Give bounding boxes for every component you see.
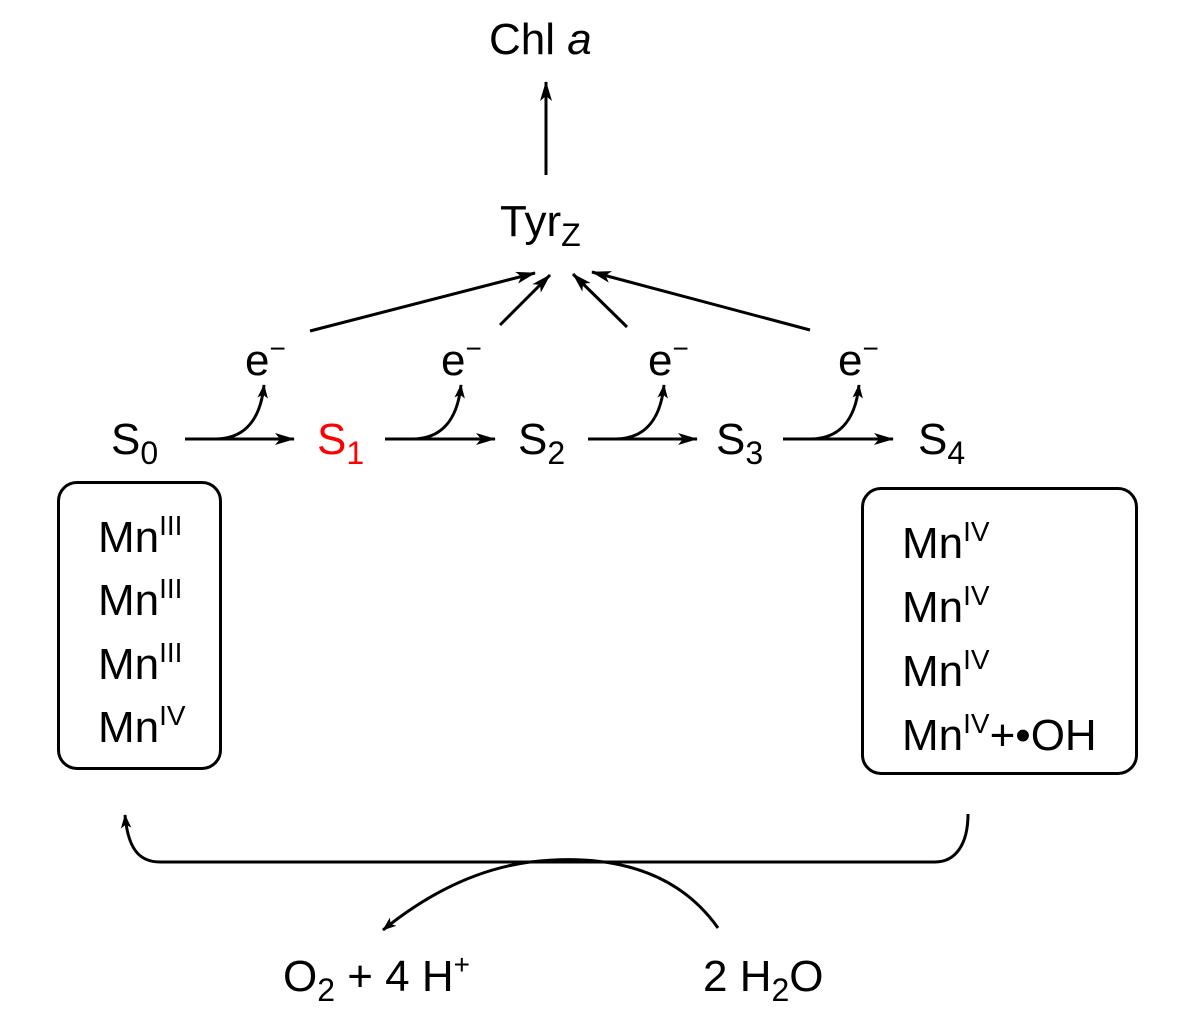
mn-text: Mn: [902, 583, 964, 632]
mn-text: Mn: [902, 647, 964, 696]
products-label: O2 + 4 H+: [283, 951, 470, 1007]
state-index: 3: [745, 435, 764, 471]
oxidation-state: IV: [963, 580, 990, 611]
chl-a-label: Chl a: [489, 18, 592, 62]
e-charge: −: [269, 333, 286, 364]
tyr-subscript: Z: [561, 217, 581, 253]
water-coefficient-text: 2 H: [703, 952, 772, 1001]
hydroxyl-radical-text: +•OH: [989, 711, 1097, 760]
e-text: e: [441, 336, 466, 385]
oxygen-text: O: [283, 952, 318, 1001]
electron-label-1: e−: [245, 335, 286, 385]
arrow-e2-to-tyr: [498, 273, 552, 327]
electron-label-2: e−: [441, 335, 482, 385]
hydrogen-subscript: 2: [771, 972, 790, 1008]
tyr-text: Tyr: [500, 197, 562, 246]
s0-mn-line-3: MnIII: [98, 639, 182, 689]
state-s3: S3: [716, 415, 763, 470]
mn-text: Mn: [98, 640, 160, 689]
state-s4: S4: [918, 415, 965, 470]
arrow-s2-release-e: [614, 384, 668, 441]
s0-mn-line-4: MnIV: [98, 702, 186, 752]
s4-mn-line-4: MnIV+•OH: [902, 710, 1097, 760]
s0-manganese-box: MnIII MnIII MnIII MnIV: [57, 481, 222, 770]
arrow-e1-to-tyr: [309, 271, 536, 333]
electron-label-4: e−: [838, 335, 879, 385]
state-index: 0: [140, 435, 159, 471]
chl-text: Chl: [489, 15, 568, 64]
s0-mn-line-2: MnIII: [98, 575, 182, 625]
state-letter: S: [518, 415, 548, 464]
arrow-e4-to-tyr: [591, 270, 811, 332]
e-text: e: [648, 336, 673, 385]
e-charge: −: [465, 333, 482, 364]
oxidation-state: III: [159, 510, 183, 541]
oxidation-state: III: [159, 573, 183, 604]
arrow-s1-release-e: [411, 384, 465, 441]
state-index: 1: [346, 435, 365, 471]
state-letter: S: [918, 415, 948, 464]
s4-mn-line-3: MnIV: [902, 646, 990, 696]
e-charge: −: [672, 333, 689, 364]
s0-mn-line-1: MnIII: [98, 512, 182, 562]
state-s0: S0: [111, 415, 158, 470]
reactants-label: 2 H2O: [703, 952, 824, 1007]
arrow-water-to-o2: [382, 858, 720, 932]
tyr-z-label: TyrZ: [500, 197, 581, 252]
e-text: e: [245, 336, 270, 385]
arrow-e3-to-tyr: [571, 272, 629, 329]
s4-mn-line-1: MnIV: [902, 518, 990, 568]
chl-italic-a: a: [567, 15, 592, 64]
oxidation-state: IV: [963, 644, 990, 675]
proton-charge: +: [453, 949, 471, 980]
state-s2: S2: [518, 415, 565, 470]
state-letter: S: [317, 415, 347, 464]
oxidation-state: III: [159, 637, 183, 668]
arrow-s3-release-e: [809, 384, 863, 441]
arrow-s0-release-e: [214, 384, 268, 441]
e-text: e: [838, 336, 863, 385]
s4-manganese-box: MnIV MnIV MnIV MnIV+•OH: [861, 487, 1138, 775]
oxidation-state: IV: [963, 708, 990, 739]
state-index: 2: [547, 435, 566, 471]
state-s1-highlighted: S1: [317, 415, 364, 470]
state-index: 4: [947, 435, 966, 471]
mn-text: Mn: [902, 519, 964, 568]
arrow-s4-return-to-s0: [120, 813, 970, 864]
water-oxygen-text: O: [789, 952, 824, 1001]
protons-text: + 4 H: [335, 952, 454, 1001]
oxidation-state: IV: [963, 516, 990, 547]
oxygen-subscript: 2: [317, 972, 336, 1008]
s4-mn-line-2: MnIV: [902, 582, 990, 632]
mn-text: Mn: [98, 513, 160, 562]
oxidation-state: IV: [159, 700, 186, 731]
state-letter: S: [111, 415, 141, 464]
state-letter: S: [716, 415, 746, 464]
mn-text: Mn: [98, 576, 160, 625]
mn-text: Mn: [902, 711, 964, 760]
mn-text: Mn: [98, 703, 160, 752]
electron-label-3: e−: [648, 335, 689, 385]
e-charge: −: [862, 333, 879, 364]
